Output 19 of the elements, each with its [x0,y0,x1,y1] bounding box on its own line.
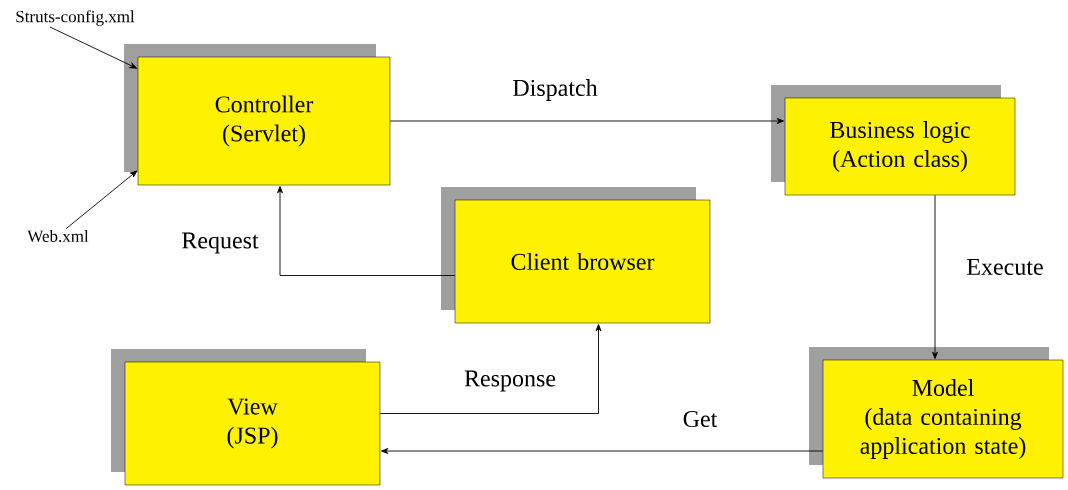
edge-label: Request [180,231,260,255]
file-label: Struts-config.xml [16,10,135,26]
process-box: Business logic (Action class) [771,85,1016,196]
arrow [277,186,456,276]
process-box: Client browser [441,187,711,324]
arrow [379,324,602,414]
arrow [49,26,138,69]
edge-label: Get [681,409,719,429]
edge-label: Dispatch [511,78,599,102]
process-box: View (JSP) [111,349,381,486]
process-box: Controller (Servlet) [124,44,391,186]
process-box: Model (data containing application state) [809,347,1064,479]
arrow [389,118,784,124]
edge-label: Response [463,369,557,393]
arrow [932,194,938,359]
arrow [65,170,138,230]
edge-label: Execute [965,258,1045,276]
file-label: Web.xml [27,230,89,242]
arrow [381,448,824,454]
